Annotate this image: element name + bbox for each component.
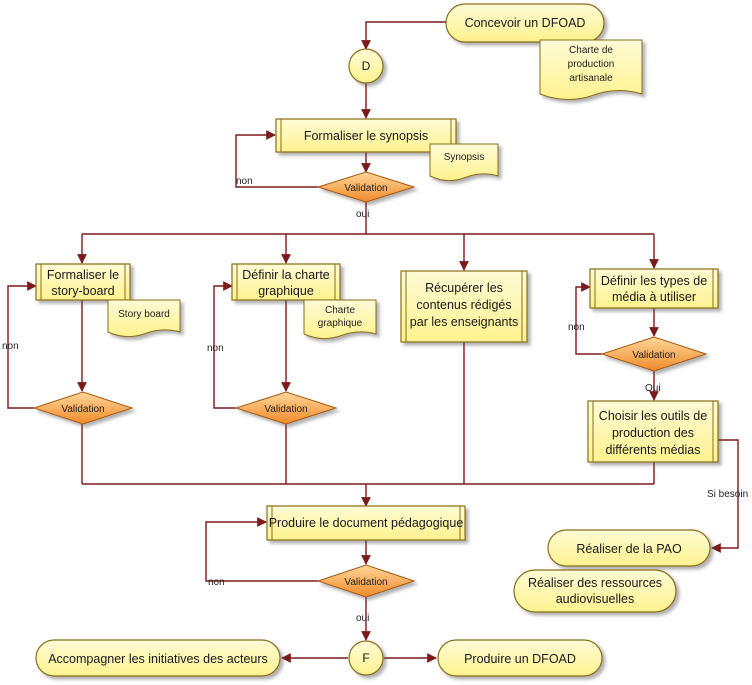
end-left-label: Accompagner les initiatives des acteurs <box>48 652 268 666</box>
storyboard-doc-label: Story board <box>118 309 170 320</box>
charte-doc-line-2: graphique <box>318 318 363 329</box>
start-doc-line-1: Charte de <box>569 45 613 56</box>
charte-no-label: non <box>207 343 224 354</box>
produce-label: Produire le document pédagogique <box>269 516 464 530</box>
end-left-node: Accompagner les initiatives des acteurs <box>35 639 281 677</box>
charte-label-2: graphique <box>258 284 314 298</box>
storyboard-no-label: non <box>2 341 19 352</box>
synopsis-no-label: non <box>236 176 253 187</box>
medias-validation: Validation <box>600 336 708 372</box>
connector-d-label: D <box>362 59 371 73</box>
tools-label-2: production des <box>612 426 694 440</box>
medias-validation-label: Validation <box>632 350 675 361</box>
connector-f: F <box>348 640 384 676</box>
av-node: Réaliser des ressources audiovisuelles <box>513 569 677 613</box>
charte-document: Charte graphique <box>303 299 377 340</box>
tools-process: Choisir les outils de production des dif… <box>587 400 719 463</box>
produce-process: Produire le document pédagogique <box>266 505 466 541</box>
contenus-label-3: par les enseignants <box>410 315 518 329</box>
if-needed-label: Si besoin <box>707 489 748 500</box>
connector-d: D <box>348 48 384 84</box>
produce-validation: Validation <box>316 564 416 598</box>
tools-label-1: Choisir les outils de <box>599 409 707 423</box>
storyboard-validation-label: Validation <box>61 404 104 415</box>
tools-label-3: différents médias <box>606 443 701 457</box>
start-doc-line-3: artisanale <box>569 73 613 84</box>
pao-label: Réaliser de la PAO <box>576 542 682 556</box>
synopsis-process: Formaliser le synopsis <box>275 118 457 153</box>
synopsis-validation-label: Validation <box>344 183 387 194</box>
end-right-node: Produire un DFOAD <box>437 639 603 677</box>
storyboard-label-2: story-board <box>51 284 114 298</box>
storyboard-process: Formaliser le story-board <box>35 263 131 301</box>
medias-label-2: média à utiliser <box>612 290 696 304</box>
medias-no-label: non <box>568 322 585 333</box>
start-doc-line-2: production <box>568 59 615 70</box>
synopsis-doc-label: Synopsis <box>444 152 485 163</box>
produce-validation-label: Validation <box>344 577 387 588</box>
synopsis-yes-label: oui <box>356 209 369 220</box>
charte-validation: Validation <box>234 391 338 425</box>
contenus-label-1: Récupérer les <box>425 281 503 295</box>
start-label: Concevoir un DFOAD <box>465 16 586 30</box>
charte-process: Définir la charte graphique <box>231 263 341 301</box>
produce-no-label: non <box>208 577 225 588</box>
storyboard-document: Story board <box>107 299 181 338</box>
connectors <box>7 21 739 663</box>
storyboard-validation: Validation <box>32 391 134 425</box>
av-label-1: Réaliser des ressources <box>528 576 662 590</box>
medias-yes-label: Oui <box>645 383 661 394</box>
charte-doc-line-1: Charte <box>325 305 355 316</box>
contenus-label-2: contenus rédigés <box>416 298 511 312</box>
medias-process: Définir les types de média à utiliser <box>589 268 719 309</box>
synopsis-document: Synopsis <box>429 143 499 182</box>
start-node: Concevoir un DFOAD <box>445 3 605 43</box>
produce-yes-label: oui <box>356 613 369 624</box>
synopsis-validation: Validation <box>316 171 416 203</box>
medias-label-1: Définir les types de <box>601 274 707 288</box>
pao-node: Réaliser de la PAO <box>547 529 711 567</box>
end-right-label: Produire un DFOAD <box>464 652 576 666</box>
av-label-2: audiovisuelles <box>556 592 635 606</box>
storyboard-label-1: Formaliser le <box>47 268 119 282</box>
synopsis-label: Formaliser le synopsis <box>304 129 428 143</box>
contenus-process: Récupérer les contenus rédigés par les e… <box>400 270 528 343</box>
charte-label-1: Définir la charte <box>242 268 330 282</box>
charte-validation-label: Validation <box>264 404 307 415</box>
connector-f-label: F <box>362 651 369 665</box>
start-document: Charte de production artisanale <box>539 39 643 100</box>
